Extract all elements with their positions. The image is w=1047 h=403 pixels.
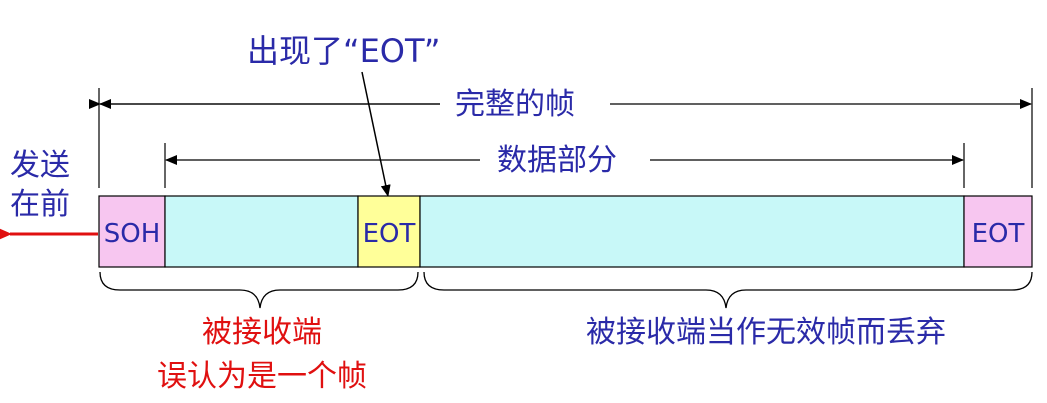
right-brace [423, 271, 1033, 309]
eot-mid-label: EOT [363, 219, 416, 249]
callout-text: 出现了“EOT” [247, 32, 440, 70]
data-part-dimension [164, 143, 965, 188]
data-part-label: 数据部分 [497, 143, 617, 178]
send-first-line1: 发送 [10, 148, 70, 183]
right-brace-label: 被接收端当作无效帧而丢弃 [586, 315, 946, 350]
left-brace-line2: 误认为是一个帧 [157, 359, 367, 394]
data-field-1 [164, 195, 359, 268]
soh-label: SOH [104, 219, 161, 249]
eot-end-field [963, 195, 1033, 268]
callout-arrow [361, 71, 391, 197]
data-field-2 [419, 195, 965, 268]
left-brace-line1: 被接收端 [202, 315, 322, 350]
frame-label: 完整的帧 [455, 87, 575, 122]
send-first-line2: 在前 [10, 187, 70, 222]
left-brace [99, 271, 419, 309]
frame-dimension [89, 88, 1033, 188]
eot-end-label: EOT [972, 219, 1025, 249]
eot-mid-field [357, 195, 421, 268]
